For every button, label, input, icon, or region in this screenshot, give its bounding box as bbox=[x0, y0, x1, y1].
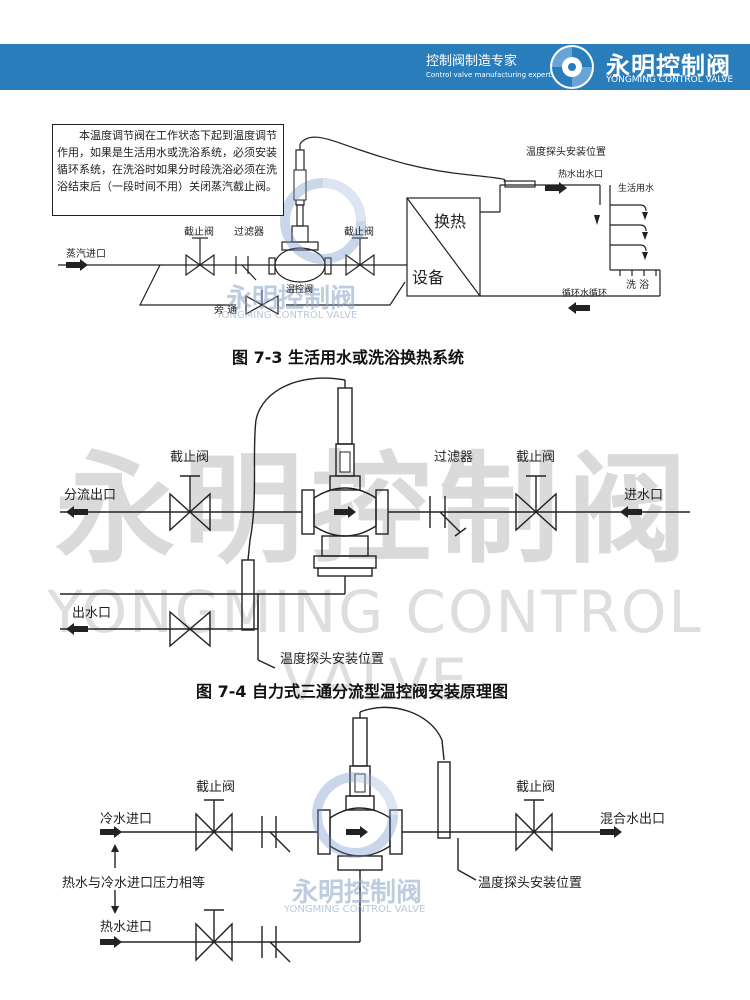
fig1-drawing bbox=[58, 136, 661, 316]
fig3-hot-inlet-label: 热水进口 bbox=[100, 920, 153, 935]
brand-name-en: YONGMING CONTROL VALVE bbox=[606, 75, 734, 85]
header-slogan-cn: 控制阀制造专家 bbox=[426, 54, 518, 69]
fig3-cold-inlet-label: 冷水进口 bbox=[100, 812, 153, 827]
fig1-steam-inlet-label: 蒸汽进口 bbox=[66, 249, 106, 260]
watermark-logo-icon-2 bbox=[312, 772, 398, 858]
fig2-stop-valve-right-label: 截止阀 bbox=[516, 450, 556, 465]
fig1-sensor-position-label: 温度探头安装位置 bbox=[526, 147, 606, 158]
fig2-stop-valve-left-label: 截止阀 bbox=[170, 450, 210, 465]
fig1-note: 本温度调节阀在工作状态下起到温度调节作用，如果是生活用水或洗浴系统，必须安装循环… bbox=[52, 124, 284, 216]
watermark-small-cn-2: 永明控制阀 bbox=[292, 878, 423, 908]
fig3-stop-valve-left-label: 截止阀 bbox=[196, 780, 236, 795]
fig1-circulation-label: 循环水循环 bbox=[562, 289, 608, 299]
fig2-sensor-position-label: 温度探头安装位置 bbox=[280, 652, 385, 667]
fig1-domestic-water-label: 生活用水 bbox=[618, 184, 655, 194]
fig1-hot-water-outlet-label: 热水出水口 bbox=[558, 170, 604, 180]
fig2-split-outlet-label: 分流出口 bbox=[64, 488, 117, 503]
swirl-logo-icon bbox=[550, 45, 594, 89]
fig3-mixed-outlet-label: 混合水出口 bbox=[600, 812, 666, 827]
fig1-temp-valve-label: 温控阀 bbox=[286, 285, 314, 295]
fig3-sensor-position-label: 温度探头安装位置 bbox=[478, 876, 583, 891]
fig3-pressure-note: 热水与冷水进口压力相等 bbox=[62, 876, 206, 891]
watermark-small-en: YONGMING CONTROL VALVE bbox=[216, 310, 358, 321]
header-slogan-en: Control valve manufacturing experts bbox=[426, 71, 555, 79]
fig2-drawing bbox=[60, 377, 690, 669]
fig2-outlet-label: 出水口 bbox=[72, 606, 112, 621]
fig1-stop-valve-right-label: 截止阀 bbox=[344, 227, 374, 238]
fig1-bath-label: 洗 浴 bbox=[626, 280, 650, 291]
fig1-stop-valve-left-label: 截止阀 bbox=[184, 227, 214, 238]
fig1-filter-label: 过滤器 bbox=[234, 227, 264, 238]
fig1-exchanger-bottom-label: 设备 bbox=[412, 268, 445, 287]
fig1-exchanger-top-label: 换热 bbox=[434, 212, 467, 231]
fig3-drawing bbox=[100, 706, 600, 963]
fig1-bypass-label: 旁 通 bbox=[214, 305, 238, 316]
watermark-logo-icon bbox=[280, 178, 366, 264]
fig2-filter-label: 过滤器 bbox=[434, 450, 474, 465]
watermark-en: YONGMING CONTROL VALVE bbox=[47, 578, 703, 714]
fig1-caption: 图 7-3 生活用水或洗浴换热系统 bbox=[232, 348, 465, 367]
fig3-stop-valve-right-label: 截止阀 bbox=[516, 780, 556, 795]
brand-name-cn: 永明控制阀 bbox=[606, 52, 731, 80]
header-bar bbox=[0, 44, 750, 90]
watermark-small-cn: 永明控制阀 bbox=[226, 284, 357, 314]
watermark-small-en-2: YONGMING CONTROL VALVE bbox=[284, 904, 426, 915]
fig2-inlet-label: 进水口 bbox=[624, 488, 664, 503]
watermark-cn: 永明控制阀 bbox=[55, 441, 695, 580]
fig2-caption: 图 7-4 自力式三通分流型温控阀安装原理图 bbox=[196, 682, 509, 701]
